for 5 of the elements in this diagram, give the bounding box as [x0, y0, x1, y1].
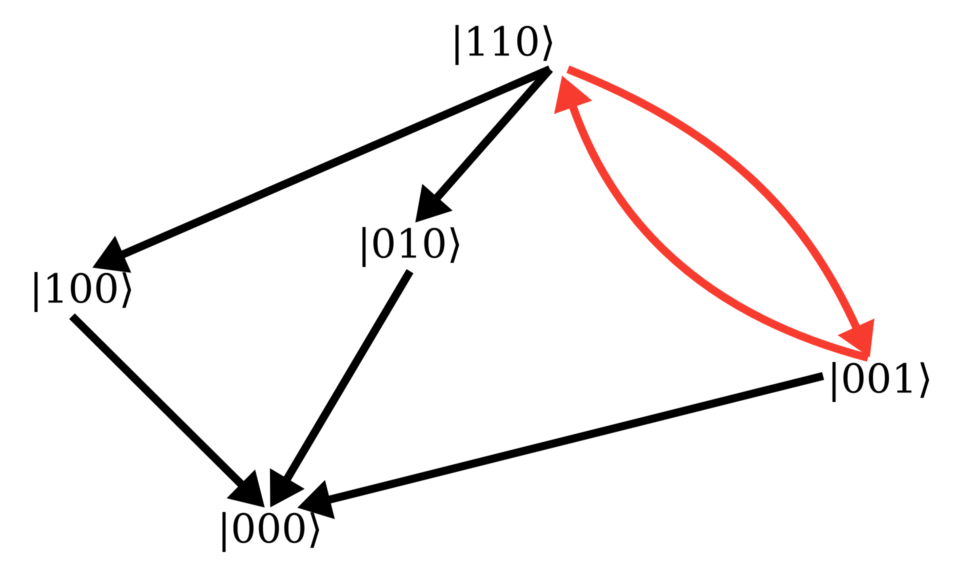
state-label: |100⟩	[34, 272, 132, 312]
state-label: |010⟩	[362, 227, 460, 267]
state-label: |001⟩	[832, 362, 930, 402]
state-label: |000⟩	[222, 512, 320, 552]
state-label: |110⟩	[455, 25, 552, 65]
